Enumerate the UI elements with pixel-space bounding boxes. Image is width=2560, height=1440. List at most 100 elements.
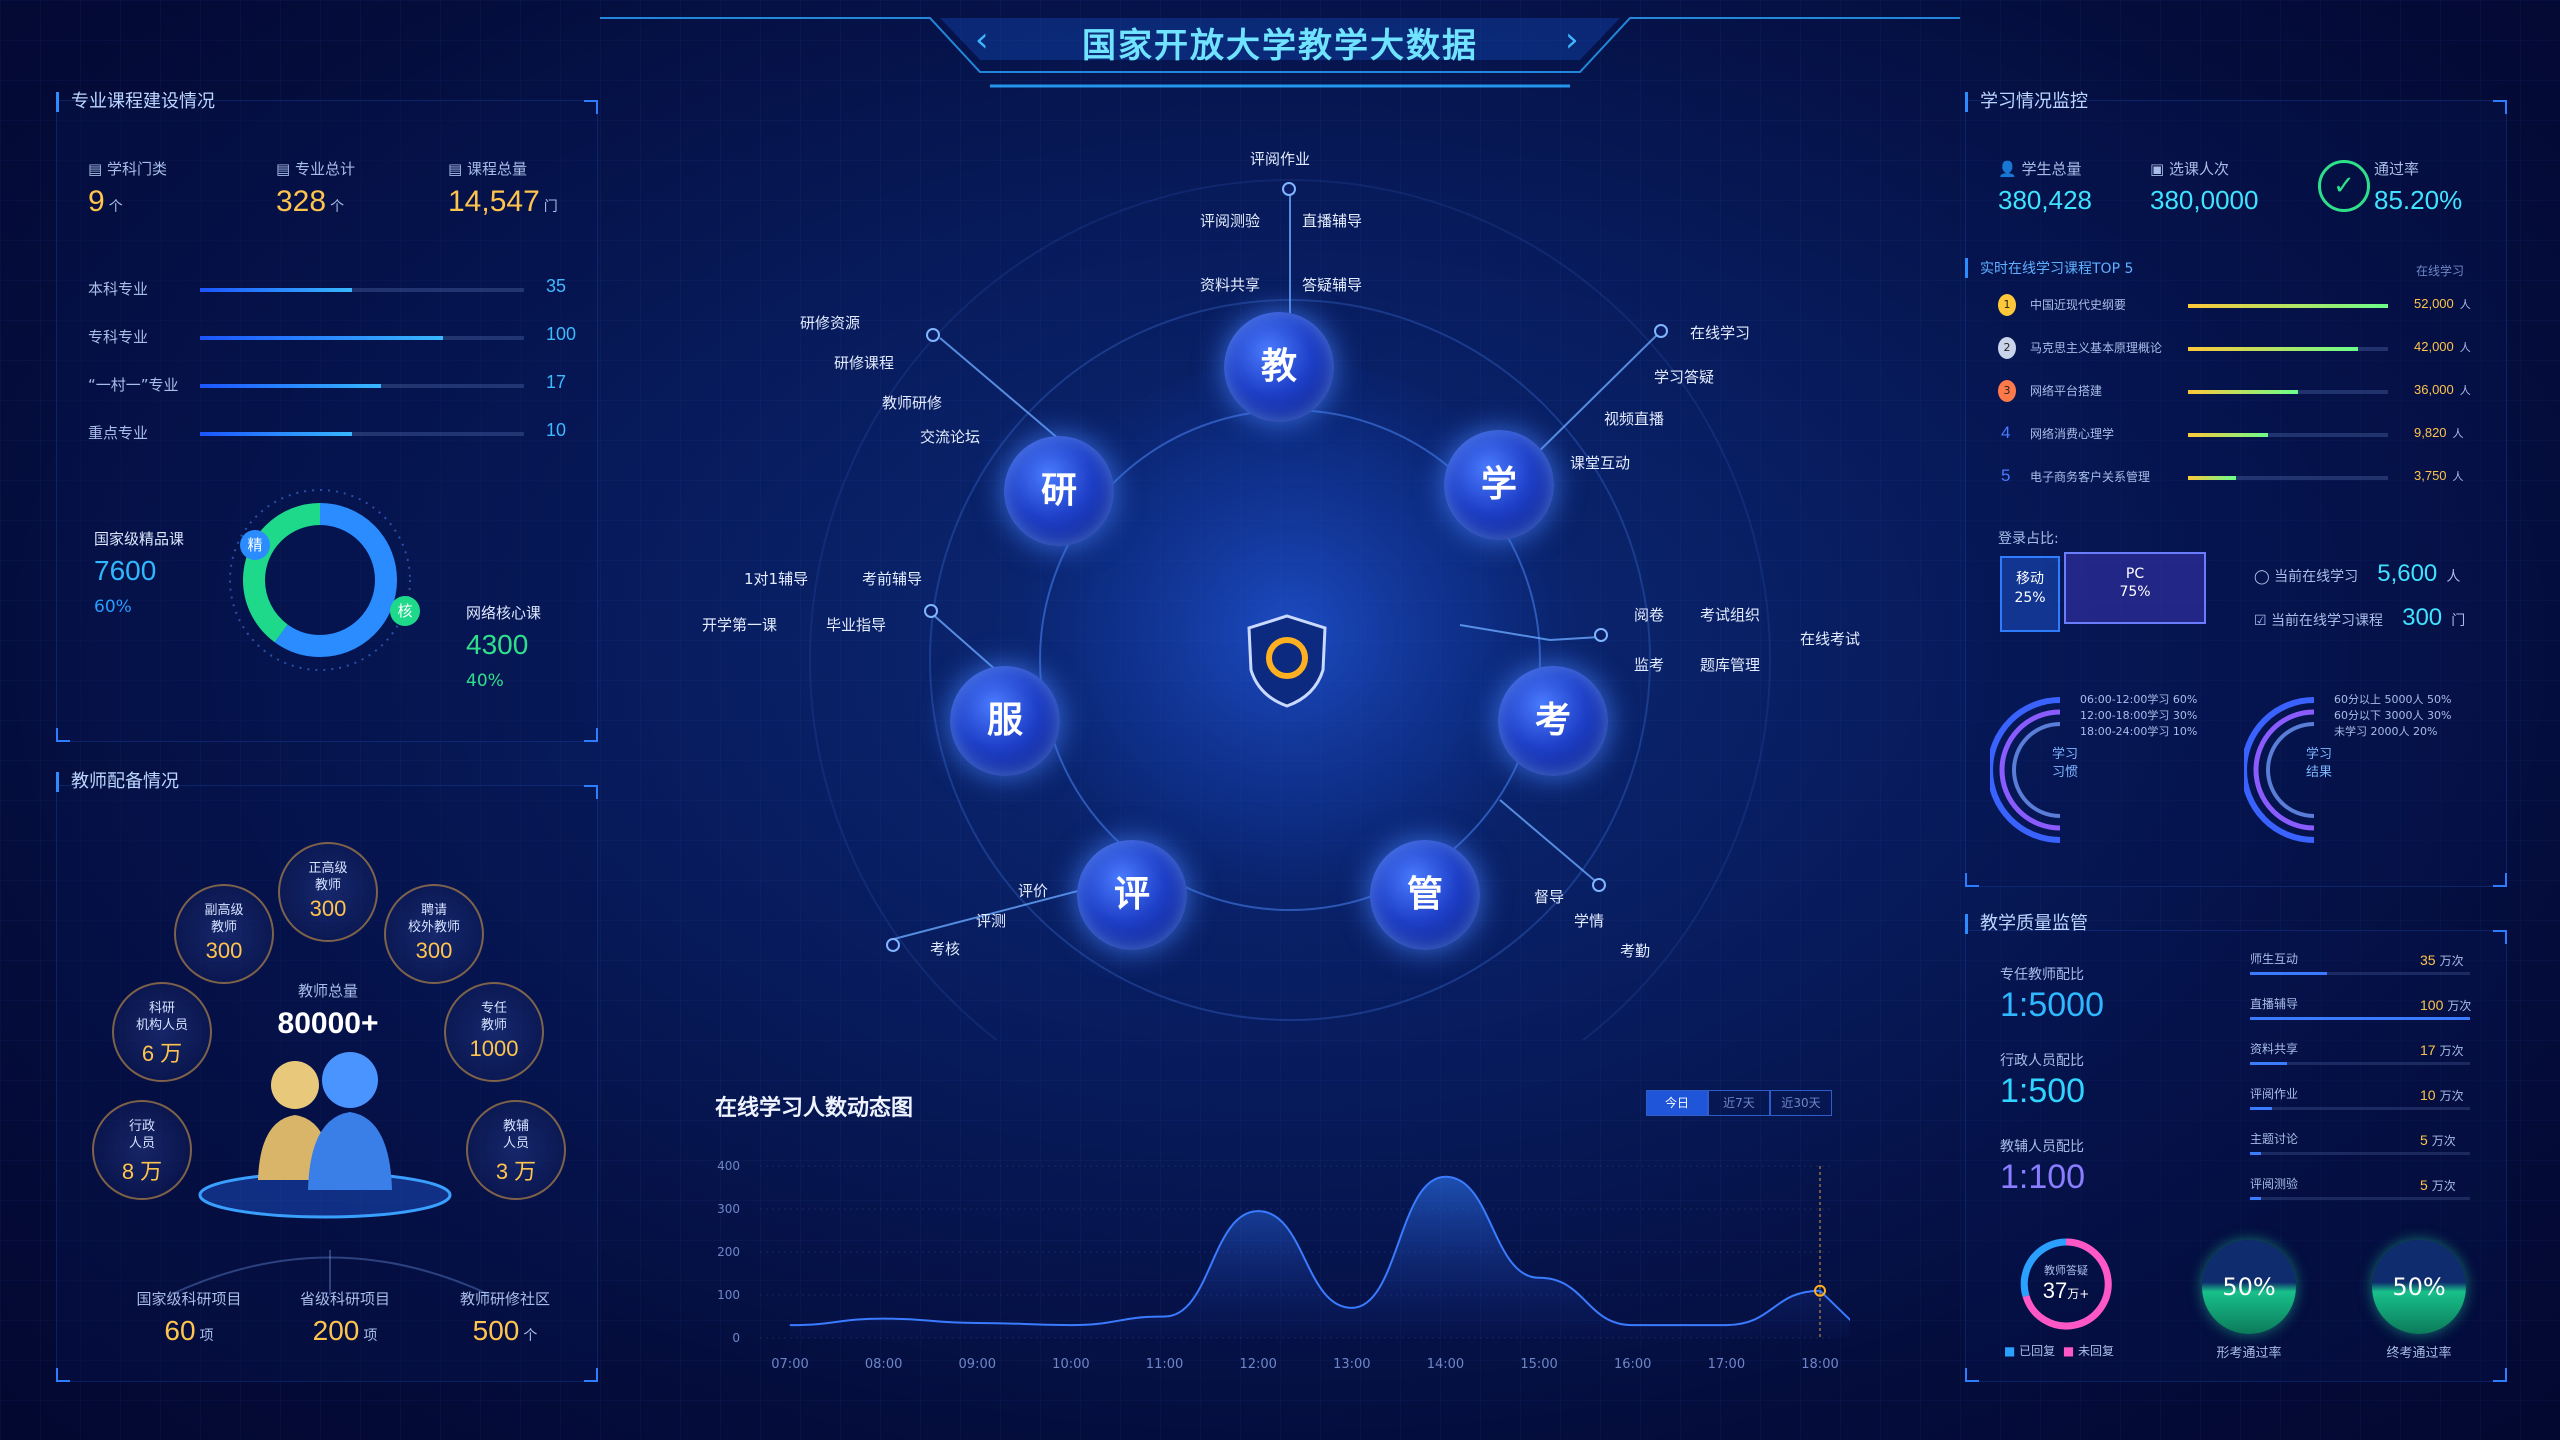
wheel-node-manage[interactable]: 管 <box>1370 840 1480 950</box>
data-point <box>789 1324 791 1326</box>
teacher-arc <box>169 1250 491 1296</box>
major-bar-track <box>200 336 524 340</box>
wheel-label: 考前辅导 <box>862 570 923 588</box>
stat-enroll: ▣ 选课人次 380,0000 <box>2150 160 2259 215</box>
teacher-total: 教师总量 80000+ <box>277 982 379 1040</box>
course-name: 网络消费心理学 <box>2030 427 2115 441</box>
wheel-node-eval[interactable]: 评 <box>1077 840 1187 950</box>
ratio-value: 1:5000 <box>2000 986 2104 1024</box>
page-title: 国家开放大学教学大数据 <box>1082 26 1478 66</box>
chart-tab[interactable]: 近30天 <box>1770 1090 1832 1116</box>
wheel-label: 资料共享 <box>1200 276 1261 294</box>
wheel-dot <box>1594 628 1608 642</box>
mobile-share: 移动 25% <box>2000 556 2060 632</box>
major-label: 重点专业 <box>88 424 149 442</box>
next-arrow-button[interactable]: › <box>1565 20 1579 60</box>
y-tick-label: 400 <box>717 1159 740 1173</box>
wheel-label: 督导 <box>1534 888 1565 906</box>
quality-bar-track <box>2250 1062 2470 1065</box>
donut-a-legend: 国家级精品课 7600 60% <box>94 530 185 617</box>
major-value: 10 <box>546 420 567 440</box>
wheel-dot <box>924 604 938 618</box>
ratio-label: 行政人员配比 <box>2000 1053 2084 1069</box>
major-bar-fill <box>200 384 382 388</box>
wheel-rings <box>809 179 1771 1040</box>
ratio-label: 专任教师配比 <box>2000 967 2084 983</box>
rank-bar-fill <box>2188 433 2268 437</box>
data-point <box>976 1322 978 1324</box>
pc-share: PC 75% <box>2064 552 2206 624</box>
prev-arrow-button[interactable]: ‹ <box>975 20 989 60</box>
donut-b-legend: 网络核心课 4300 40% <box>466 604 542 691</box>
course-name: 网络平台搭建 <box>2030 384 2103 398</box>
wheel-label: 评阅作业 <box>1250 150 1311 168</box>
data-point <box>1819 1290 1821 1292</box>
wheel-node-research[interactable]: 研 <box>1004 436 1114 546</box>
x-tick-label: 15:00 <box>1520 1357 1557 1372</box>
badge-jing: 精 <box>240 530 270 560</box>
rank-number: 4 <box>2001 423 2011 442</box>
quality-bar-fill <box>2250 1152 2261 1155</box>
rank-bar-track <box>2188 476 2388 480</box>
monitor-panel-title: 学习情况监控 <box>1965 92 2088 112</box>
wheel-node-exam[interactable]: 考 <box>1498 666 1608 776</box>
online-chart-title: 在线学习人数动态图 <box>715 1096 914 1121</box>
rank-number: 5 <box>2001 466 2011 485</box>
user-outline-icon: ◯ <box>2254 569 2270 585</box>
chart-tab[interactable]: 近7天 <box>1708 1090 1770 1116</box>
ratio-value: 1:500 <box>2000 1072 2086 1110</box>
quality-panel-title: 教学质量监管 <box>1965 914 2088 934</box>
wheel-dot <box>1592 878 1606 892</box>
wheel-dot <box>1654 324 1668 338</box>
medal-icon: 3 <box>1998 380 2016 402</box>
result-title: 学习结果 <box>2306 747 2333 780</box>
major-value: 35 <box>546 276 567 296</box>
wheel-label: 阅卷 <box>1634 606 1665 624</box>
x-tick-label: 10:00 <box>1052 1357 1089 1372</box>
major-label: 本科专业 <box>88 280 149 298</box>
quality-bar-track <box>2250 1107 2470 1110</box>
wheel-label: 评阅测验 <box>1200 212 1261 230</box>
ratio-value: 1:100 <box>2000 1158 2086 1196</box>
teacher-panel-title: 教师配备情况 <box>56 772 179 792</box>
data-point <box>1164 1316 1166 1317</box>
chart-tab[interactable]: 今日 <box>1646 1090 1708 1116</box>
x-tick-label: 11:00 <box>1146 1357 1183 1372</box>
wheel-node-serve[interactable]: 服 <box>950 666 1060 776</box>
rank-bar-fill <box>2188 347 2358 351</box>
quality-bar-fill <box>2250 1017 2470 1020</box>
wheel-label: 评价 <box>1018 882 1049 900</box>
y-tick-label: 100 <box>717 1288 740 1302</box>
doc-icon: ▤ <box>448 160 463 178</box>
quality-bar-fill <box>2250 1107 2272 1110</box>
course-panel-title: 专业课程建设情况 <box>56 92 215 112</box>
x-tick-label: 17:00 <box>1708 1357 1745 1372</box>
y-tick-label: 300 <box>717 1202 740 1216</box>
quality-item-label: 主题讨论 <box>2250 1132 2299 1146</box>
wheel-node-teach[interactable]: 教 <box>1224 312 1334 422</box>
badge-he: 核 <box>390 596 420 626</box>
data-point <box>1070 1324 1072 1326</box>
wheel-node-learn[interactable]: 学 <box>1444 430 1554 540</box>
habit-lines: 06:00-12:00学习 60%12:00-18:00学习 30%18:00-… <box>2080 693 2198 738</box>
quality-bar-fill <box>2250 1197 2261 1200</box>
data-point <box>1725 1324 1727 1326</box>
x-tick-label: 18:00 <box>1801 1357 1838 1372</box>
qa-value: 教师答疑 37万+ <box>2042 1264 2090 1303</box>
data-point <box>1538 1277 1540 1279</box>
pass1-label: 形考通过率 <box>2216 1346 2282 1361</box>
wheel-label: 开学第一课 <box>702 616 778 634</box>
wheel-label: 答疑辅导 <box>1302 276 1363 294</box>
major-label: “一村一”专业 <box>88 376 179 394</box>
data-point <box>883 1318 885 1320</box>
